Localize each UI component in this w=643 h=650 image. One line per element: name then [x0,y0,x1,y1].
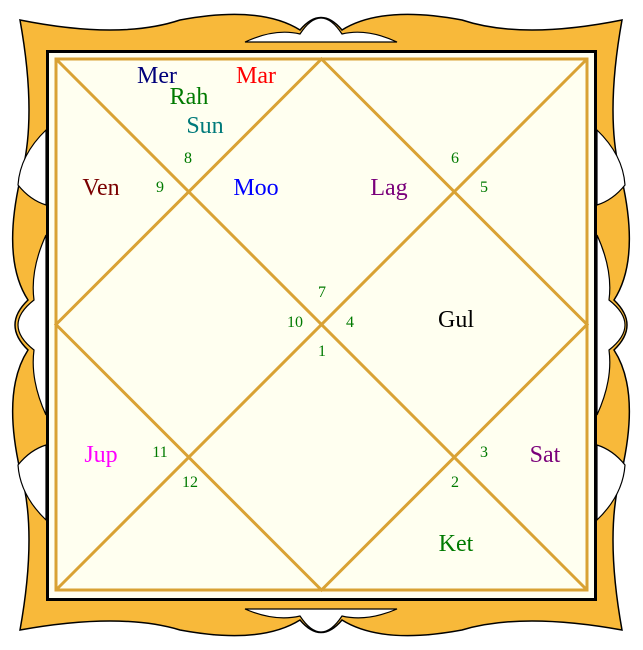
planet-ven: Ven [82,175,119,201]
house-number-9: 9 [156,179,164,196]
house-number-3: 3 [480,444,488,461]
house-number-2: 2 [451,474,459,491]
house-number-4: 4 [346,314,354,331]
house-number-12: 12 [182,474,198,491]
house-number-11: 11 [152,444,167,461]
planet-jup: Jup [84,442,117,468]
house-number-8: 8 [184,150,192,167]
planet-gul: Gul [438,307,474,333]
planet-mar: Mar [236,63,276,89]
planet-ket: Ket [439,531,474,557]
house-number-5: 5 [480,179,488,196]
house-number-7: 7 [318,284,326,301]
planet-sat: Sat [530,442,561,468]
house-number-6: 6 [451,150,459,167]
planet-sun: Sun [186,113,223,139]
house-number-1: 1 [318,343,326,360]
planet-lag: Lag [370,175,407,201]
house-number-10: 10 [287,314,303,331]
planet-rah: Rah [170,84,209,110]
planet-moo: Moo [233,175,278,201]
